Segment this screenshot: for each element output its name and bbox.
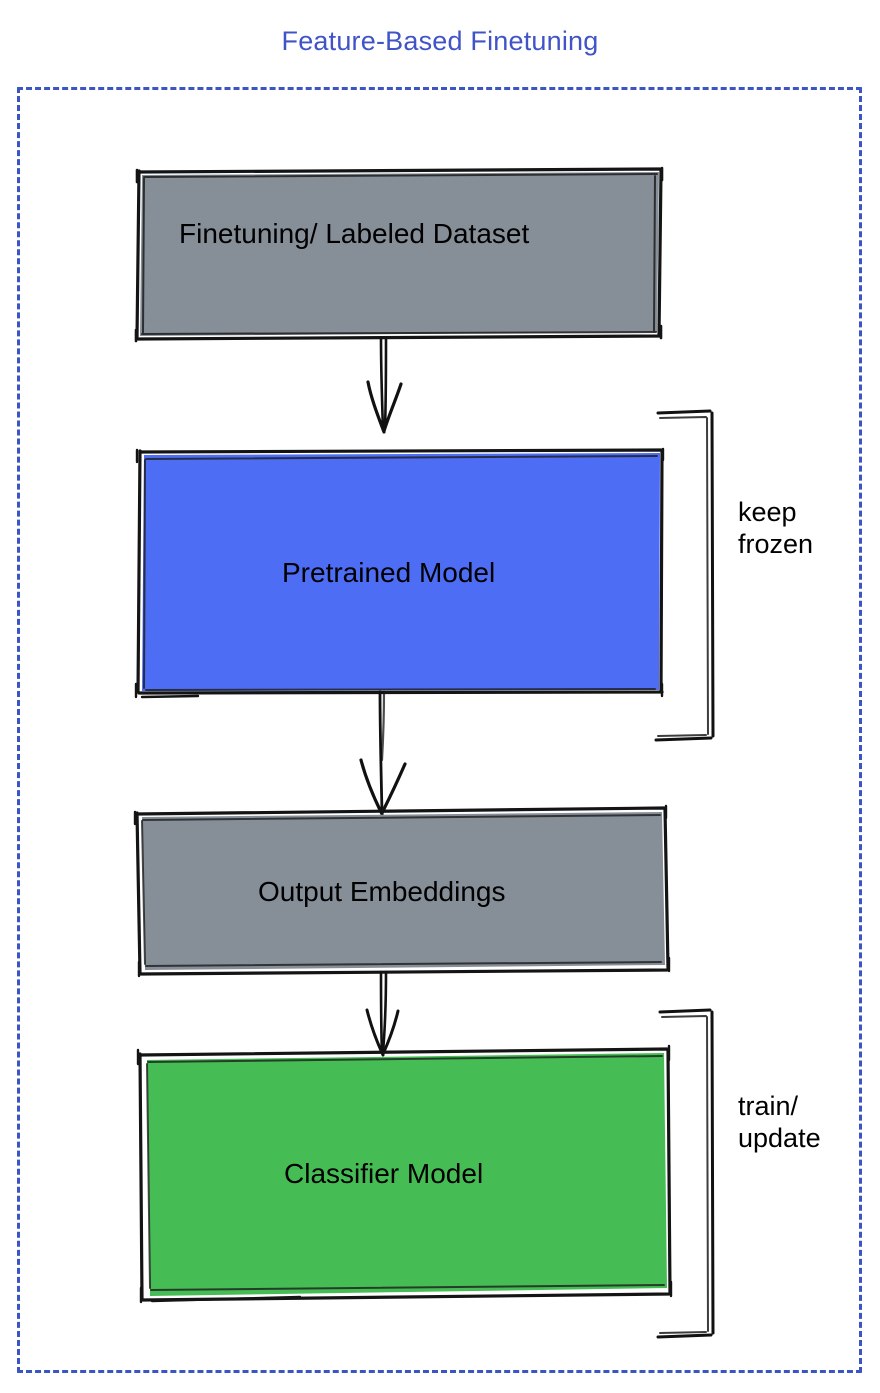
annotation-keep-frozen-line2: frozen <box>738 528 814 559</box>
node-pretrained-label: Pretrained Model <box>282 557 496 588</box>
annotation-keep-frozen-label: keep frozen <box>738 497 813 561</box>
diagram-title: Feature-Based Finetuning <box>281 26 599 56</box>
node-dataset-label: Finetuning/ Labeled Dataset <box>179 218 530 249</box>
diagram-dashed-frame <box>17 87 862 1373</box>
node-classifier-label: Classifier Model <box>284 1158 484 1189</box>
annotation-keep-frozen-line1: keep <box>738 497 797 527</box>
node-embeddings-label: Output Embeddings <box>258 876 506 907</box>
annotation-train-update-label: train/ update <box>738 1091 821 1155</box>
annotation-train-update-line1: train/ <box>738 1091 799 1121</box>
annotation-train-update-line2: update <box>738 1122 821 1153</box>
